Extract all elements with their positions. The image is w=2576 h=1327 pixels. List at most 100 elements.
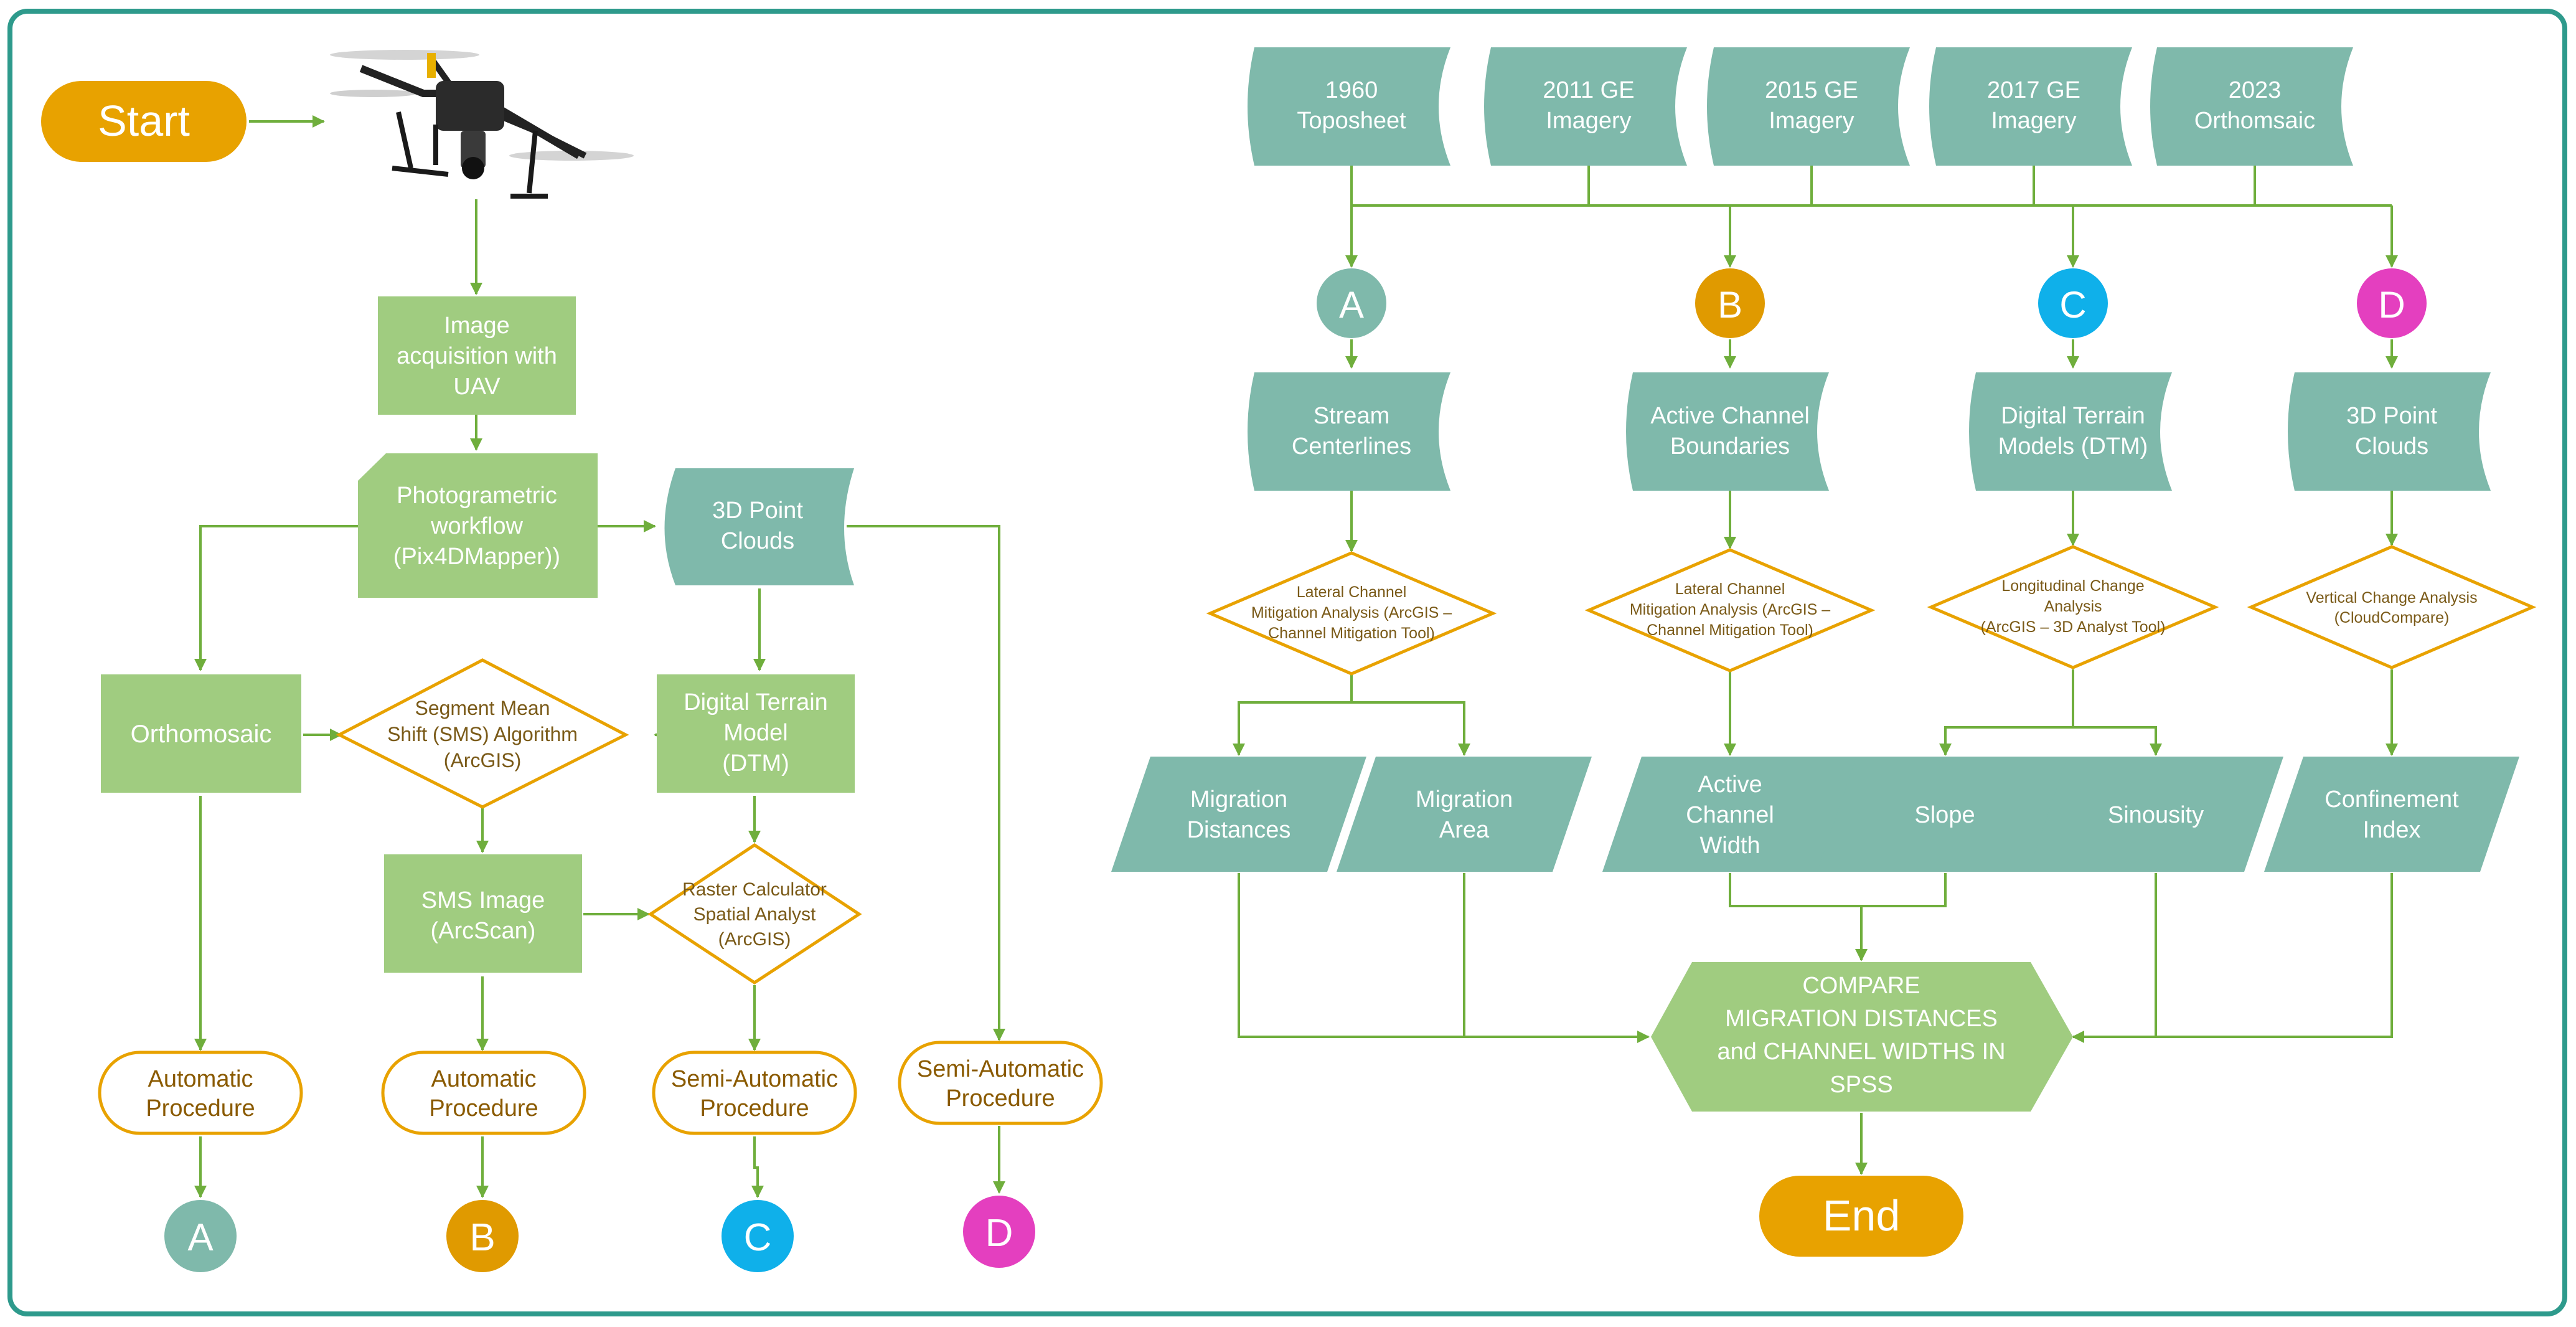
source-2011-line-2: Imagery (1546, 108, 1631, 134)
raster-calculator-decision: Raster Calculator Spatial Analyst (ArcGI… (647, 843, 862, 985)
compare-line-2: MIGRATION DISTANCES (1725, 1006, 1998, 1032)
slope-label: Slope (1914, 802, 1975, 828)
connector-d-right-label: D (2378, 284, 2405, 326)
source-1960: 1960 Toposheet (1248, 47, 1450, 166)
dtm-line-2: Model (723, 720, 788, 746)
source-1960-line-2: Toposheet (1297, 108, 1406, 134)
vertical-line-2: (CloudCompare) (2334, 609, 2450, 626)
connector-c-right: C (2038, 268, 2108, 338)
lateral2-line-3: Channel Mitigation Tool) (1647, 621, 1813, 639)
source-2023: 2023 Orthomsaic (2150, 47, 2353, 166)
active-boundaries-line-1: Active Channel (1650, 403, 1810, 429)
connector-a-left: A (164, 1200, 237, 1272)
start-terminal: Start (41, 81, 247, 162)
longitudinal-line-2: Analysis (2044, 598, 2102, 615)
dtm-models-line-2: Models (DTM) (1998, 433, 2148, 460)
lateral1-line-3: Channel Mitigation Tool) (1268, 625, 1435, 642)
lateral1-line-2: Mitigation Analysis (ArcGIS – (1251, 604, 1452, 621)
connector-lines (194, 115, 2398, 1198)
dtm-line-1: Digital Terrain (684, 689, 828, 715)
procedure-c: Semi-Automatic Procedure (652, 1051, 857, 1135)
end-label: End (1823, 1191, 1901, 1240)
vertical-analysis: Vertical Change Analysis (CloudCompare) (2247, 545, 2537, 669)
lateral1-line-1: Lateral Channel (1297, 583, 1407, 601)
confinement-index: Confinement Index (2264, 757, 2519, 872)
image-acquisition-box: Image acquisition with UAV (378, 296, 576, 415)
source-2015-line-2: Imagery (1769, 108, 1854, 134)
connector-b-right: B (1695, 268, 1765, 338)
connector-b-left: B (446, 1200, 519, 1272)
end-terminal: End (1759, 1176, 1963, 1257)
procedure-c-line-2: Procedure (700, 1095, 809, 1122)
sms-image-line-2: (ArcScan) (431, 918, 536, 944)
confinement-line-2: Index (2363, 817, 2421, 843)
migration-distances: Migration Distances (1111, 757, 1366, 872)
procedure-c-line-1: Semi-Automatic (671, 1066, 838, 1092)
confinement-line-1: Confinement (2325, 786, 2459, 813)
photogrammetric-line-2: workflow (430, 513, 523, 539)
active-channel-boundaries: Active Channel Boundaries (1626, 372, 1829, 491)
procedure-b-line-1: Automatic (431, 1066, 537, 1092)
active-width-line-2: Channel (1686, 802, 1774, 828)
stream-line-1: Stream (1314, 403, 1389, 429)
stream-line-2: Centerlines (1292, 433, 1411, 460)
mig-area-line-1: Migration (1416, 786, 1513, 813)
connector-b-right-label: B (1718, 284, 1742, 326)
photogrammetric-line-3: (Pix4DMapper)) (393, 544, 560, 570)
lateral2-line-1: Lateral Channel (1675, 580, 1785, 598)
source-2015-line-1: 2015 GE (1765, 77, 1858, 103)
mig-dist-line-2: Distances (1187, 817, 1291, 843)
connector-b-left-label: B (469, 1216, 495, 1259)
procedure-a-line-2: Procedure (146, 1095, 255, 1122)
active-width-line-3: Width (1699, 833, 1760, 859)
dtm-line-3: (DTM) (722, 750, 789, 777)
longitudinal-analysis: Longitudinal Change Analysis (ArcGIS – 3… (1927, 545, 2219, 669)
longitudinal-line-1: Longitudinal Change (2001, 577, 2144, 595)
connector-a-left-label: A (187, 1216, 214, 1259)
raster-calc-line-2: Spatial Analyst (693, 904, 816, 925)
photogrammetric-line-1: Photogrametric (397, 483, 557, 509)
compare-line-3: and CHANNEL WIDTHS IN (1717, 1039, 2005, 1065)
raster-calc-line-1: Raster Calculator (682, 879, 827, 900)
sinuosity: Sinousity (2028, 757, 2283, 872)
stream-centerlines: Stream Centerlines (1248, 372, 1450, 491)
dtm-models-line-1: Digital Terrain (2001, 403, 2145, 429)
sms-image-box: SMS Image (ArcScan) (384, 854, 582, 973)
compare-line-4: SPSS (1830, 1072, 1892, 1098)
sms-algorithm-line-2: Shift (SMS) Algorithm (387, 723, 578, 745)
slope: Slope (1817, 757, 2072, 872)
sms-image-line-1: SMS Image (421, 887, 545, 914)
source-2011-line-1: 2011 GE (1543, 77, 1634, 103)
orthomosaic-box: Orthomosaic (101, 674, 301, 793)
source-2017-line-1: 2017 GE (1987, 77, 2080, 103)
procedure-a: Automatic Procedure (98, 1051, 303, 1135)
longitudinal-line-3: (ArcGIS – 3D Analyst Tool) (1981, 618, 2166, 636)
source-2011: 2011 GE Imagery (1484, 47, 1687, 166)
point-clouds-right: 3D Point Clouds (2288, 372, 2491, 491)
sms-algorithm-line-1: Segment Mean (415, 697, 550, 719)
photogrammetric-box: Photogrametric workflow (Pix4DMapper)) (358, 453, 598, 598)
lateral-analysis-2: Lateral Channel Mitigation Analysis (Arc… (1584, 548, 1876, 673)
lateral2-line-2: Mitigation Analysis (ArcGIS – (1630, 601, 1830, 618)
source-2015: 2015 GE Imagery (1707, 47, 1910, 166)
raster-calc-line-3: (ArcGIS) (718, 929, 791, 950)
mig-dist-line-1: Migration (1190, 786, 1287, 813)
connector-d-left: D (963, 1196, 1035, 1268)
compare-process: COMPARE MIGRATION DISTANCES and CHANNEL … (1651, 962, 2073, 1112)
connector-a-right: A (1317, 268, 1386, 338)
sms-algorithm-line-3: (ArcGIS) (444, 749, 521, 772)
connector-c-right-label: C (2059, 284, 2086, 326)
procedure-a-line-1: Automatic (148, 1066, 253, 1092)
active-boundaries-line-2: Boundaries (1670, 433, 1790, 460)
procedure-b-line-2: Procedure (429, 1095, 538, 1122)
image-acq-line-1: Image (444, 313, 510, 339)
point-clouds-right-line-1: 3D Point (2346, 403, 2437, 429)
compare-line-1: COMPARE (1802, 973, 1920, 999)
mig-area-line-2: Area (1439, 817, 1490, 843)
sinuosity-label: Sinousity (2108, 802, 2204, 828)
start-label: Start (98, 97, 190, 145)
source-2023-line-2: Orthomsaic (2194, 108, 2315, 134)
active-width-line-1: Active (1698, 772, 1762, 798)
point-clouds-left-line-2: Clouds (721, 528, 794, 554)
